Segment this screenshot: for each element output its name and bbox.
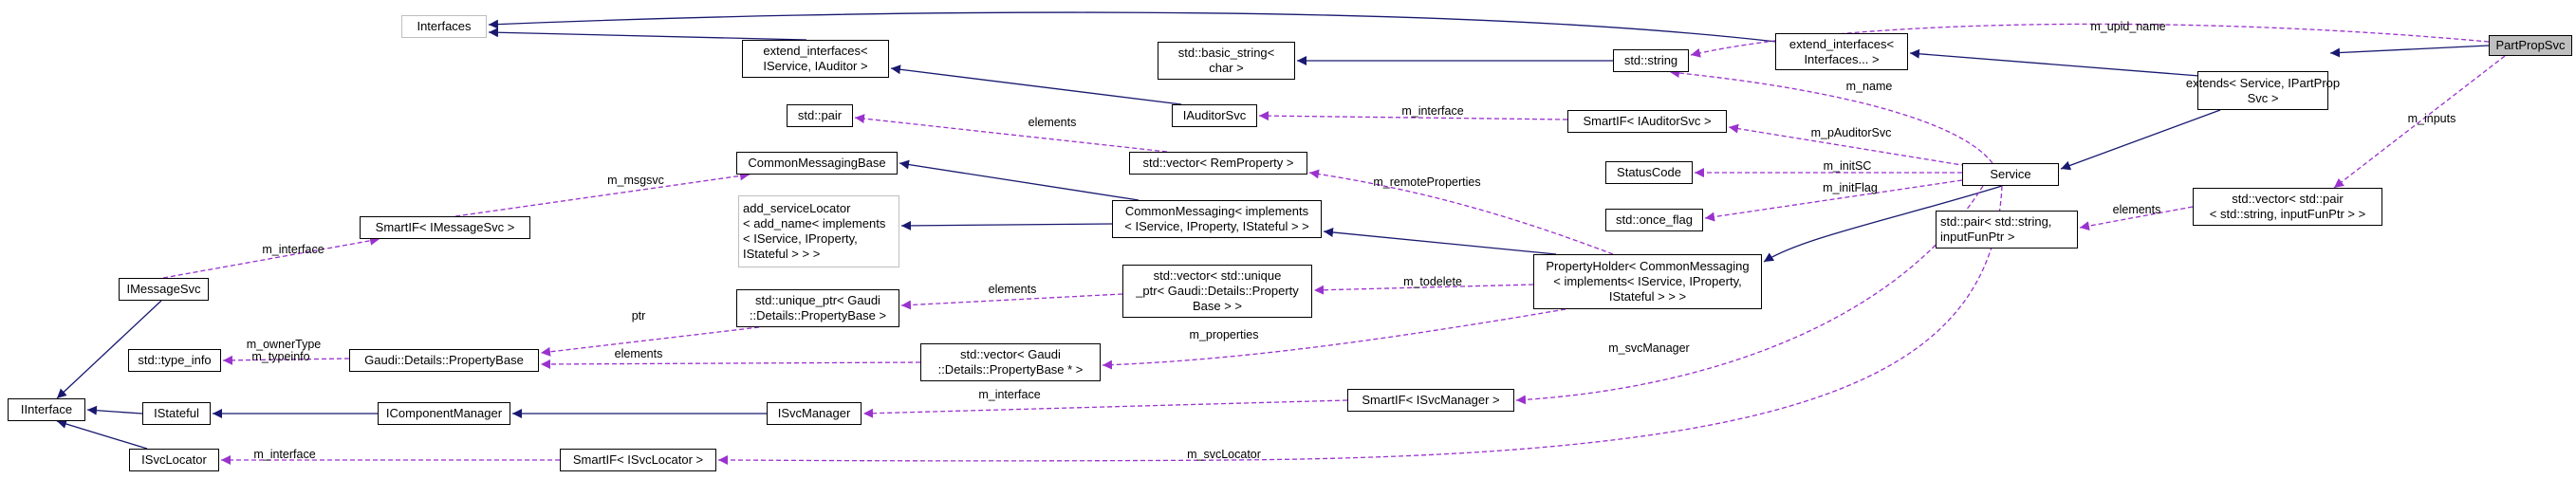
node-gaudi-details-propertybase[interactable]: Gaudi::Details::PropertyBase bbox=[349, 349, 539, 372]
edge-extif2-interfaces bbox=[488, 28, 807, 41]
edge-vecrem-stdpair bbox=[854, 114, 1168, 153]
node-service[interactable]: Service bbox=[1962, 163, 2059, 186]
node-basic-string-char[interactable]: std::basic_string< char > bbox=[1158, 42, 1295, 80]
node-add-servicelocator[interactable]: add_serviceLocator < add_name< implement… bbox=[738, 195, 899, 267]
node-std-pair[interactable]: std::pair bbox=[787, 104, 853, 127]
edge-extends-service bbox=[2060, 109, 2221, 171]
edge-label-elements-unique: elements bbox=[988, 283, 1037, 296]
edge-extif1-interfaces bbox=[488, 11, 1777, 43]
edge-isvcloc-iinterface bbox=[56, 419, 148, 450]
node-pair-string-inputfunptr[interactable]: std::pair< std::string, inputFunPtr > bbox=[1936, 211, 2078, 249]
edge-label-svcmanager: m_svcManager bbox=[1608, 341, 1690, 355]
node-std-once-flag[interactable]: std::once_flag bbox=[1605, 209, 1703, 231]
node-smartif-imessagesvc[interactable]: SmartIF< IMessageSvc > bbox=[360, 216, 530, 239]
edge-service-onceflag bbox=[1704, 179, 1963, 222]
edge-service-smartifsvcloc bbox=[717, 185, 2003, 466]
edge-uniqueptr-propbase bbox=[540, 326, 760, 357]
edge-label-name: m_name bbox=[1845, 80, 1893, 93]
node-isvclocator[interactable]: ISvcLocator bbox=[129, 449, 219, 471]
edge-cmimpl-addsl bbox=[900, 220, 1113, 230]
edge-label-svclocator: m_svcLocator bbox=[1187, 448, 1261, 461]
edge-label-initsc: m_initSC bbox=[1823, 159, 1872, 173]
edge-propholder-vecrem bbox=[1308, 169, 1614, 255]
edge-label-typeinfo: m_typeinfo bbox=[251, 350, 310, 363]
node-smartif-iauditorsvc[interactable]: SmartIF< IAuditorSvc > bbox=[1567, 110, 1727, 133]
node-vector-remproperty[interactable]: std::vector< RemProperty > bbox=[1129, 152, 1307, 175]
node-unique-ptr-propertybase[interactable]: std::unique_ptr< Gaudi ::Details::Proper… bbox=[736, 289, 899, 327]
edge-label-pauditorsvc: m_pAuditorSvc bbox=[1810, 126, 1892, 139]
edge-service-smartifsvcmgr bbox=[1515, 185, 1984, 405]
node-interfaces[interactable]: Interfaces bbox=[401, 15, 487, 38]
edge-smartifmsg-cmb bbox=[454, 171, 751, 217]
edge-propholder-vecunique bbox=[1313, 284, 1534, 295]
node-vector-pair-string-inputfunptr[interactable]: std::vector< std::pair < std::string, in… bbox=[2193, 188, 2382, 226]
node-propertyholder[interactable]: PropertyHolder< CommonMessaging < implem… bbox=[1533, 254, 1762, 309]
node-std-type-info[interactable]: std::type_info bbox=[128, 349, 221, 372]
edge-label-initflag: m_initFlag bbox=[1823, 181, 1878, 194]
node-istateful[interactable]: IStateful bbox=[142, 402, 211, 425]
edge-ppsvc-extends bbox=[2329, 45, 2490, 58]
node-commonmessagingbase[interactable]: CommonMessagingBase bbox=[736, 152, 898, 175]
node-statuscode[interactable]: StatusCode bbox=[1605, 161, 1693, 184]
edge-label-remoteproperties: m_remoteProperties bbox=[1373, 175, 1481, 189]
edge-istateful-iinterface bbox=[86, 405, 143, 415]
node-commonmessaging-implements[interactable]: CommonMessaging< implements < IService, … bbox=[1112, 200, 1322, 238]
edge-iauditorsvc-extif2 bbox=[890, 64, 1182, 105]
node-iinterface[interactable]: IInterface bbox=[8, 398, 85, 421]
edge-label-upid-name: m_upid_name bbox=[2090, 20, 2166, 33]
edge-smartifsvcmgr-isvcmgr bbox=[862, 399, 1348, 418]
edge-service-propholder bbox=[1763, 185, 2003, 263]
edge-imsgsvc-iinterface bbox=[56, 300, 162, 399]
edge-extends-extif1 bbox=[1909, 48, 2200, 77]
node-smartif-isvclocator[interactable]: SmartIF< ISvcLocator > bbox=[560, 449, 716, 471]
edge-cmimpl-cmb bbox=[899, 159, 1140, 201]
edge-service-smartifaud bbox=[1728, 123, 1974, 168]
node-extend-interfaces-variadic[interactable]: extend_interfaces< Interfaces... > bbox=[1775, 33, 1908, 70]
edge-vecunique-uniqueptr bbox=[900, 293, 1123, 310]
edge-label-interface-msgsvc: m_interface bbox=[262, 243, 324, 256]
edge-label-interface-svclocator: m_interface bbox=[253, 448, 316, 461]
node-extend-interfaces-iservice-iauditor[interactable]: extend_interfaces< IService, IAuditor > bbox=[742, 40, 889, 78]
edge-imsgsvc-smartifmsg bbox=[162, 235, 380, 279]
edge-label-elements-gaudi: elements bbox=[614, 347, 663, 360]
node-std-string[interactable]: std::string bbox=[1613, 49, 1689, 72]
edge-label-inputs: m_inputs bbox=[2407, 112, 2456, 125]
edge-label-properties: m_properties bbox=[1189, 328, 1259, 341]
node-vector-unique-ptr-propertybase[interactable]: std::vector< std::unique _ptr< Gaudi::De… bbox=[1122, 265, 1312, 318]
edge-service-stdstring bbox=[1669, 68, 1993, 164]
node-iauditorsvc[interactable]: IAuditorSvc bbox=[1172, 104, 1257, 127]
node-vector-gaudi-propertybase-ptr[interactable]: std::vector< Gaudi ::Details::PropertyBa… bbox=[920, 343, 1101, 381]
edge-propholder-cmimpl bbox=[1323, 227, 1557, 255]
node-smartif-isvcmanager[interactable]: SmartIF< ISvcManager > bbox=[1347, 389, 1514, 412]
node-isvcmanager[interactable]: ISvcManager bbox=[767, 402, 862, 425]
edge-vecpair-pairstr bbox=[2079, 206, 2194, 231]
node-icomponentmanager[interactable]: IComponentManager bbox=[378, 402, 510, 425]
edge-propholder-vecgaudi bbox=[1102, 308, 1566, 370]
edge-propbase-typeinfo bbox=[222, 355, 350, 365]
node-imessagesvc[interactable]: IMessageSvc bbox=[119, 278, 209, 301]
edge-label-ownertype: m_ownerType bbox=[246, 338, 322, 351]
edge-label-interface-auditor: m_interface bbox=[1401, 104, 1464, 118]
node-extends-service-ipartpropsvc[interactable]: extends< Service, IPartProp Svc > bbox=[2186, 71, 2340, 110]
edge-label-interface-svcmanager: m_interface bbox=[978, 388, 1041, 401]
edge-smartifaud-iauditorsvc bbox=[1258, 111, 1568, 121]
node-partpropsvc[interactable]: PartPropSvc bbox=[2489, 35, 2572, 56]
edge-label-ptr: ptr bbox=[631, 309, 646, 322]
edge-vecgaudi-propbase bbox=[540, 359, 921, 369]
edge-label-elements-string: elements bbox=[2112, 203, 2161, 216]
edge-ppsvc-vecpair bbox=[2333, 55, 2506, 189]
edge-label-msgsvc: m_msgsvc bbox=[607, 174, 664, 187]
edge-label-elements-pair: elements bbox=[1028, 116, 1077, 129]
edge-label-todelete: m_todelete bbox=[1403, 275, 1462, 288]
